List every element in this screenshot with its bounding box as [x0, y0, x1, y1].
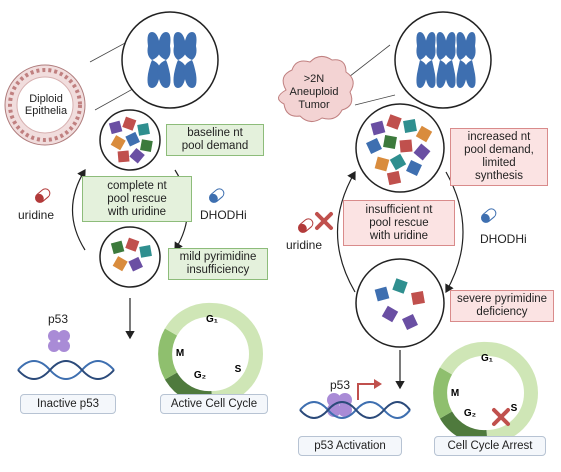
right-panel: [278, 11, 538, 445]
increased-demand-box: increased nt pool demand, limited synthe…: [450, 128, 548, 186]
left-phase-g1: G₁: [206, 314, 218, 325]
dhodhi-capsule-icon-right: [480, 208, 497, 223]
left-phase-g2: G₂: [194, 370, 206, 381]
dna-helix-inactive: [17, 360, 115, 380]
complete-rescue-box: complete nt pool rescue with uridine: [82, 176, 192, 222]
dna-helix-active: [299, 401, 411, 419]
aneuploid-tumor-cloud: [278, 56, 354, 122]
p53-label-left: p53: [48, 312, 69, 326]
left-nucleotide-pool-reduced: [99, 226, 161, 288]
right-phase-g1: G₁: [481, 353, 493, 364]
aneuploid-chromosome-circle: [394, 11, 492, 109]
cell-cycle-arrest-label: Cell Cycle Arrest: [434, 436, 546, 456]
cell-cycle-arrest-x-icon: [492, 408, 510, 426]
p53-label-right: p53: [330, 378, 351, 392]
dhodhi-label-right: DHODHi: [480, 232, 527, 246]
rescue-blocked-x-icon: [315, 212, 333, 230]
uridine-capsule-icon-right: [297, 218, 314, 233]
p53-activation-label: p53 Activation: [298, 436, 402, 456]
dhodhi-label-left: DHODHi: [200, 208, 247, 222]
active-cell-cycle-label: Active Cell Cycle: [160, 394, 268, 414]
uridine-label-left: uridine: [18, 208, 55, 222]
mild-insufficiency-box: mild pyrimidine insufficiency: [168, 248, 268, 280]
diploid-epithelia-cell: [4, 64, 86, 146]
left-panel: [4, 11, 263, 406]
left-nucleotide-pool-full: [99, 109, 161, 171]
uridine-label-right: uridine: [286, 238, 323, 252]
aneuploid-tumor-label: >2N Aneuploid Tumor: [289, 72, 339, 111]
right-phase-s: S: [511, 403, 518, 414]
insufficient-rescue-box: insufficient nt pool rescue with uridine: [343, 200, 455, 246]
diploid-epithelia-label: Diploid Epithelia: [24, 93, 68, 117]
baseline-demand-box: baseline nt pool demand: [166, 124, 264, 156]
right-nucleotide-pool-depleted: [355, 258, 445, 348]
right-phase-g2: G₂: [464, 408, 476, 419]
left-phase-s: S: [235, 364, 242, 375]
inactive-p53-label: Inactive p53: [20, 394, 116, 414]
dhodhi-capsule-icon: [208, 188, 225, 203]
right-nucleotide-pool-demand: [355, 103, 445, 193]
severe-deficiency-box: severe pyrimidine deficiency: [450, 290, 554, 322]
p53-protein-icon: [48, 330, 70, 352]
right-phase-m: M: [451, 388, 459, 399]
diploid-chromosome-circle: [121, 11, 219, 109]
left-phase-m: M: [176, 348, 184, 359]
uridine-capsule-icon: [34, 188, 51, 203]
